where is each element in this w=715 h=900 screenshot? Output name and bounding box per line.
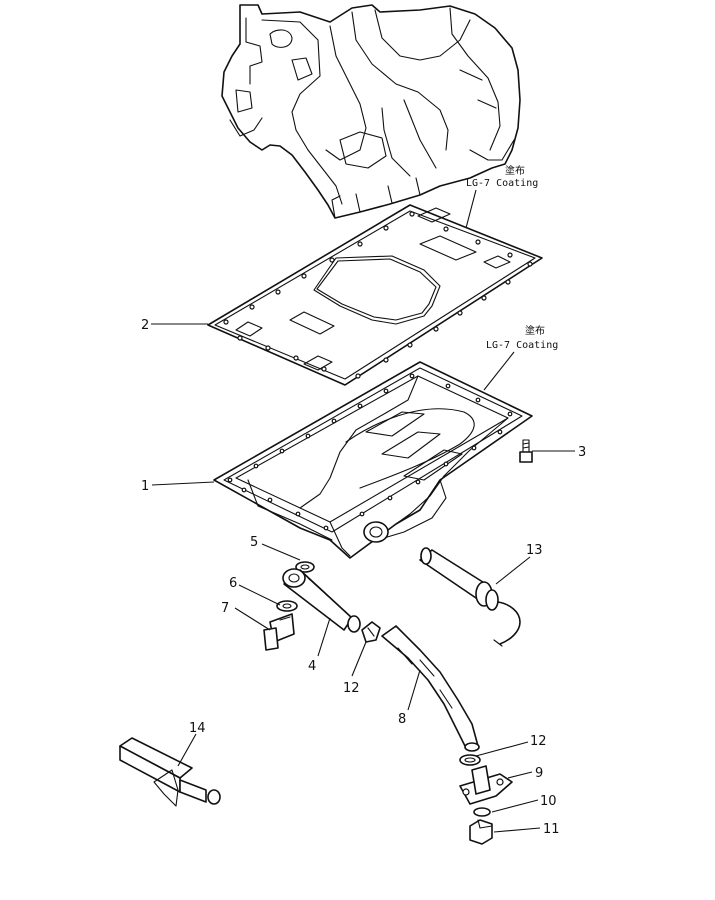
suction-pipe [282,568,361,633]
hose-clamp-lower [459,754,481,766]
hose [381,625,480,752]
elbow-fitting [459,765,513,805]
oil-pan [213,361,533,559]
banjo-bolt [263,613,295,651]
label-part-12-upper: 12 [343,681,360,696]
label-part-2: 2 [141,318,149,333]
hose-clamp-upper [361,621,381,643]
label-part-9: 9 [535,766,543,781]
oil-pan-heater [419,547,521,647]
pan-coating-note-jp: 塗布 [525,324,545,337]
o-ring [276,600,298,612]
oil-pan-gasket [207,204,543,386]
pan-bolt [519,439,533,463]
gasket-bolt-holes [223,211,533,379]
engine-block [221,4,521,219]
label-part-14: 14 [189,721,206,736]
label-part-13: 13 [526,543,543,558]
gasket-coating-note-jp: 塗布 [505,164,525,177]
label-part-12-lower: 12 [530,734,547,749]
label-part-6: 6 [229,576,237,591]
label-part-1: 1 [141,479,149,494]
label-part-7: 7 [221,601,229,616]
label-part-3: 3 [578,445,586,460]
drain-plug [469,819,493,845]
pan-bolt-holes [227,373,513,531]
gasket-coating-note-en: LG-7 Coating [466,178,538,189]
label-part-10: 10 [540,794,557,809]
label-part-8: 8 [398,712,406,727]
heater-tool [119,737,221,807]
seal-ring [473,807,491,817]
label-part-5: 5 [250,535,258,550]
pan-coating-note-en: LG-7 Coating [486,340,558,351]
label-part-4: 4 [308,659,316,674]
label-part-11: 11 [543,822,560,837]
leader-lines [151,189,575,833]
